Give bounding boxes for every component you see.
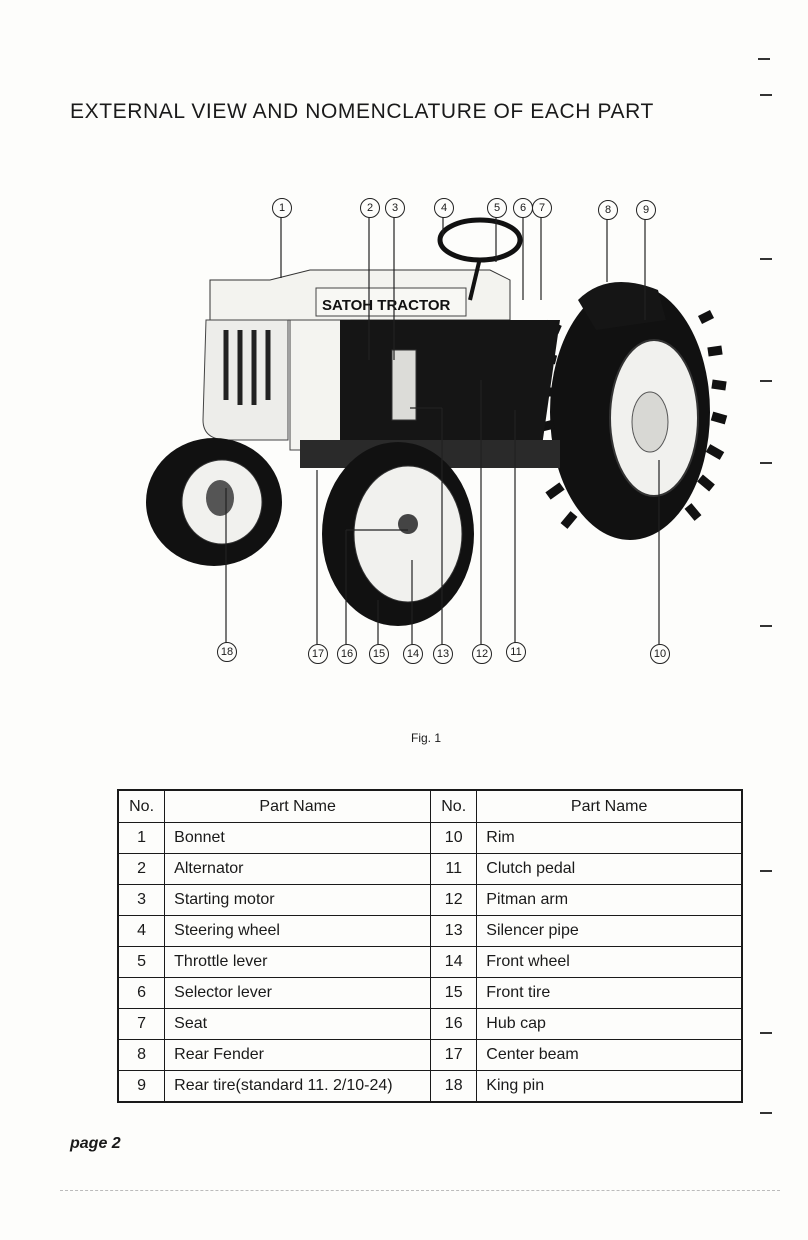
part-number: 18	[430, 1070, 478, 1103]
table-header-row: No. Part Name No. Part Name	[117, 789, 743, 823]
callout-15: 15	[369, 644, 389, 664]
part-number: 11	[430, 853, 478, 885]
table-row: 7 Seat 16 Hub cap	[117, 1008, 743, 1040]
table-row: 6 Selector lever 15 Front tire	[117, 977, 743, 1009]
margin-mark	[760, 625, 772, 627]
part-number: 3	[117, 884, 166, 916]
part-number: 12	[430, 884, 478, 916]
part-number: 7	[117, 1008, 166, 1040]
table-row: 5 Throttle lever 14 Front wheel	[117, 946, 743, 978]
column-header: No.	[117, 789, 166, 823]
callout-16: 16	[337, 644, 357, 664]
leader-lines	[225, 216, 660, 644]
column-header: No.	[430, 789, 478, 823]
part-name: Seat	[164, 1008, 432, 1040]
margin-mark	[760, 258, 772, 260]
rear-wheel-graphic	[536, 282, 728, 540]
part-number: 15	[430, 977, 478, 1009]
part-name: Center beam	[476, 1039, 743, 1071]
part-name: Front tire	[476, 977, 743, 1009]
callout-11: 11	[506, 642, 526, 662]
part-number: 16	[430, 1008, 478, 1040]
callout-6: 6	[513, 198, 533, 218]
callout-5: 5	[487, 198, 507, 218]
callout-14: 14	[403, 644, 423, 664]
column-header: Part Name	[164, 789, 432, 823]
column-header: Part Name	[476, 789, 743, 823]
margin-mark	[760, 1112, 772, 1114]
callout-3: 3	[385, 198, 405, 218]
margin-mark	[760, 1032, 772, 1034]
margin-mark	[760, 94, 772, 96]
table-row: 3 Starting motor 12 Pitman arm	[117, 884, 743, 916]
bottom-divider	[60, 1190, 780, 1191]
callout-2: 2	[360, 198, 380, 218]
part-number: 1	[117, 822, 166, 854]
table-row: 9 Rear tire(standard 11. 2/10-24) 18 Kin…	[117, 1070, 743, 1103]
margin-mark	[760, 870, 772, 872]
part-name: Alternator	[164, 853, 432, 885]
table-row: 4 Steering wheel 13 Silencer pipe	[117, 915, 743, 947]
callout-7: 7	[532, 198, 552, 218]
callout-12: 12	[472, 644, 492, 664]
part-number: 17	[430, 1039, 478, 1071]
parts-table: No. Part Name No. Part Name 1 Bonnet 10 …	[117, 789, 743, 1103]
part-name: King pin	[476, 1070, 743, 1103]
page-title: EXTERNAL VIEW AND NOMENCLATURE OF EACH P…	[70, 100, 654, 123]
part-number: 6	[117, 977, 166, 1009]
callout-10: 10	[650, 644, 670, 664]
part-name: Hub cap	[476, 1008, 743, 1040]
part-name: Pitman arm	[476, 884, 743, 916]
part-number: 10	[430, 822, 478, 854]
part-number: 8	[117, 1039, 166, 1071]
callout-18: 18	[217, 642, 237, 662]
part-name: Front wheel	[476, 946, 743, 978]
brand-text: SATOH TRACTOR	[322, 297, 451, 314]
part-name: Steering wheel	[164, 915, 432, 947]
callout-9: 9	[636, 200, 656, 220]
part-number: 5	[117, 946, 166, 978]
part-name: Rim	[476, 822, 743, 854]
part-number: 2	[117, 853, 166, 885]
table-row: 2 Alternator 11 Clutch pedal	[117, 853, 743, 885]
callout-1: 1	[272, 198, 292, 218]
tractor-figure: SATOH TRACTOR	[146, 216, 728, 644]
margin-mark	[760, 380, 772, 382]
callout-17: 17	[308, 644, 328, 664]
part-name: Silencer pipe	[476, 915, 743, 947]
part-number: 14	[430, 946, 478, 978]
callout-8: 8	[598, 200, 618, 220]
part-name: Starting motor	[164, 884, 432, 916]
tractor-body-graphic: SATOH TRACTOR	[202, 217, 560, 468]
part-name: Clutch pedal	[476, 853, 743, 885]
part-number: 9	[117, 1070, 166, 1103]
part-number: 13	[430, 915, 478, 947]
callout-13: 13	[433, 644, 453, 664]
page-number: page 2	[70, 1135, 121, 1152]
table-row: 8 Rear Fender 17 Center beam	[117, 1039, 743, 1071]
margin-mark	[760, 462, 772, 464]
callout-4: 4	[434, 198, 454, 218]
part-name: Rear tire(standard 11. 2/10-24)	[164, 1070, 432, 1103]
part-name: Rear Fender	[164, 1039, 432, 1071]
part-name: Selector lever	[164, 977, 432, 1009]
part-name: Bonnet	[164, 822, 432, 854]
part-name: Throttle lever	[164, 946, 432, 978]
table-row: 1 Bonnet 10 Rim	[117, 822, 743, 854]
part-number: 4	[117, 915, 166, 947]
left-front-wheel-graphic	[146, 438, 282, 566]
figure-caption: Fig. 1	[411, 731, 442, 745]
margin-mark	[758, 58, 770, 60]
right-front-wheel-graphic	[322, 442, 474, 626]
